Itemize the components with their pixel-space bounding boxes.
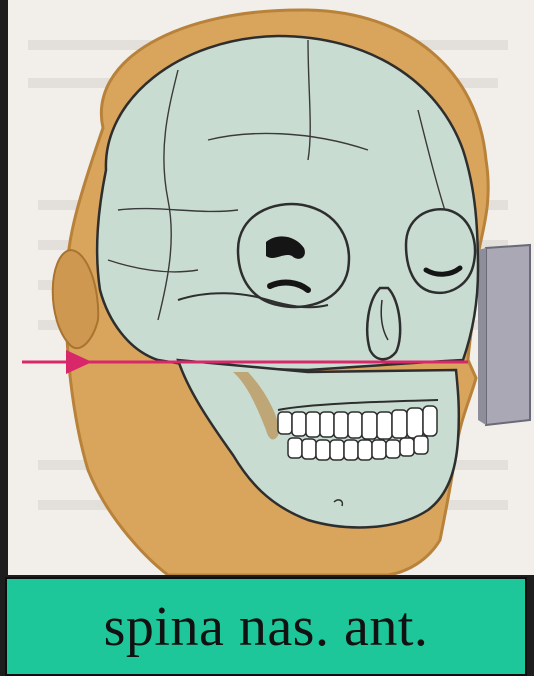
right-orbit bbox=[406, 209, 475, 293]
skull-diagram-svg bbox=[8, 0, 534, 575]
caption-text: spina nas. ant. bbox=[104, 599, 429, 655]
caption-box: spina nas. ant. bbox=[5, 577, 527, 676]
film-plate bbox=[478, 245, 530, 425]
skull-xray-illustration bbox=[8, 0, 534, 575]
nasal-cavity bbox=[367, 288, 400, 359]
